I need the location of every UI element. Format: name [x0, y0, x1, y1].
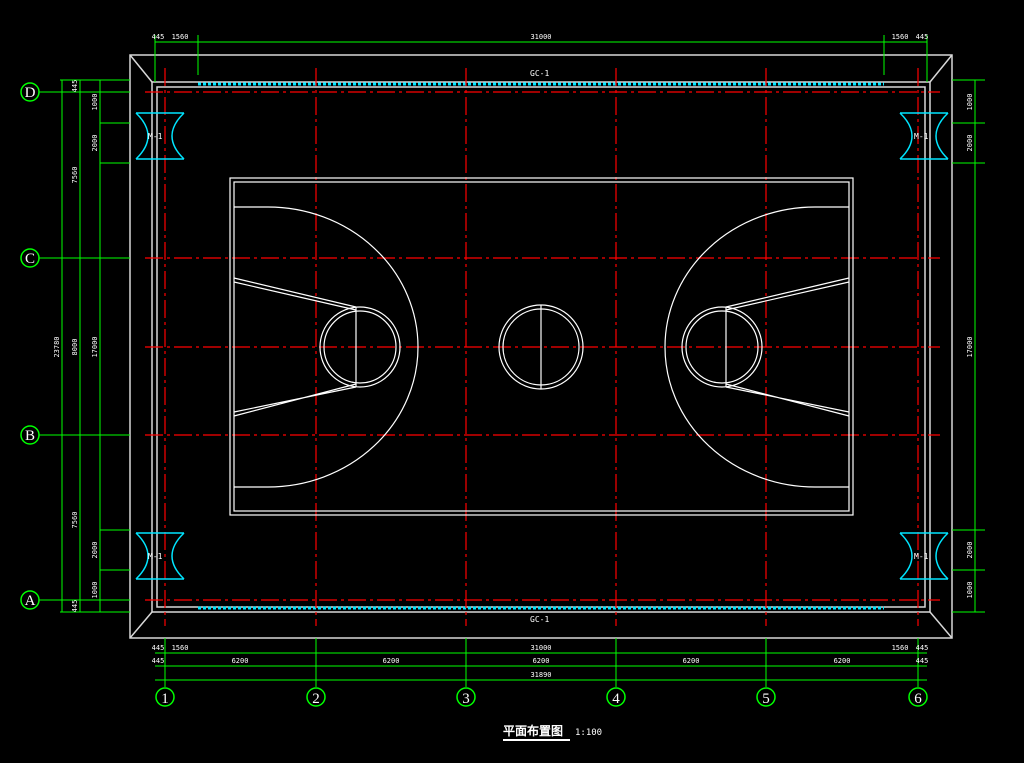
dimension-text: 7560	[71, 167, 79, 184]
door-label: M-1	[148, 552, 163, 561]
axis-label-row: C	[25, 251, 35, 267]
dimension-texts: 445 1560 31000 1560 445 445 1560 31000 1560 445 44…	[53, 33, 974, 679]
axis-bubble-circle	[155, 687, 175, 707]
dimension-text: 1000	[966, 582, 974, 599]
dimension-text: 445	[152, 657, 165, 665]
dimension-text: 445	[152, 644, 165, 652]
dimension-text: 31890	[530, 671, 551, 679]
dimension-text: 8000	[71, 339, 79, 356]
dimension-text: 1560	[172, 644, 189, 652]
axis-label-column: 5	[762, 691, 770, 707]
dimension-text: 6200	[834, 657, 851, 665]
dimension-text: 31000	[530, 33, 551, 41]
dimension-text: 445	[916, 33, 929, 41]
axis-leader-lines	[39, 91, 919, 687]
axis-label-column: 1	[161, 691, 169, 707]
glass-curtain-walls	[198, 82, 884, 610]
dimension-text: 1560	[892, 33, 909, 41]
dimension-text: 1000	[91, 94, 99, 111]
axis-label-column: 6	[914, 691, 922, 707]
axis-label-column: 3	[462, 691, 470, 707]
doors	[135, 112, 949, 580]
basketball-court	[229, 177, 854, 516]
dimension-text: 445	[71, 80, 79, 93]
dimension-text: 6200	[683, 657, 700, 665]
dimension-text: 445	[916, 657, 929, 665]
dimension-text: 2000	[966, 135, 974, 152]
dimension-text: 6200	[232, 657, 249, 665]
glass-curtain-label-top: GC-1	[530, 69, 549, 78]
door-label: M-1	[148, 132, 163, 141]
axis-label-column: 2	[312, 691, 320, 707]
axis-bubble-circle	[456, 687, 476, 707]
dimension-text: 445	[152, 33, 165, 41]
glass-curtain-label-bottom: GC-1	[530, 615, 549, 624]
axis-bubble-circle	[306, 687, 326, 707]
axis-bubble-circle	[20, 425, 40, 445]
axis-label-column: 4	[612, 691, 620, 707]
dimension-text: 445	[916, 644, 929, 652]
axis-label-row: B	[25, 428, 35, 444]
dimension-text: 17000	[966, 336, 974, 357]
drawing-scale: 1:100	[575, 728, 602, 738]
dimension-text: 1000	[91, 582, 99, 599]
dimension-text: 17000	[91, 336, 99, 357]
dimension-text: 6200	[383, 657, 400, 665]
axis-bubble-circle	[20, 590, 40, 610]
door-label: M-1	[914, 132, 929, 141]
dimension-text: 2000	[91, 135, 99, 152]
dimension-text: 6200	[533, 657, 550, 665]
axis-bubble-circle	[756, 687, 776, 707]
dimension-text: 2000	[966, 542, 974, 559]
dimension-text: 2000	[91, 542, 99, 559]
dimension-text: 1560	[892, 644, 909, 652]
axis-bubble-circle	[20, 82, 40, 102]
dimension-text: 23780	[53, 336, 61, 357]
dimension-text: 1560	[172, 33, 189, 41]
axis-bubble-circle	[20, 248, 40, 268]
axis-bubble-circle	[606, 687, 626, 707]
axis-bubbles: 1 2 3 4 5 6 D C B A	[20, 82, 928, 707]
axis-label-row: A	[25, 593, 36, 609]
drawing-title: 平面布置图	[503, 723, 563, 738]
axis-label-row: D	[25, 85, 36, 101]
axis-grid	[145, 68, 940, 626]
dimension-text: 445	[71, 600, 79, 613]
dimension-lines	[60, 35, 985, 681]
door-label: M-1	[914, 552, 929, 561]
dimension-text: 7560	[71, 512, 79, 529]
dimension-text: 1000	[966, 94, 974, 111]
axis-bubble-circle	[908, 687, 928, 707]
dimension-text: 31000	[530, 644, 551, 652]
